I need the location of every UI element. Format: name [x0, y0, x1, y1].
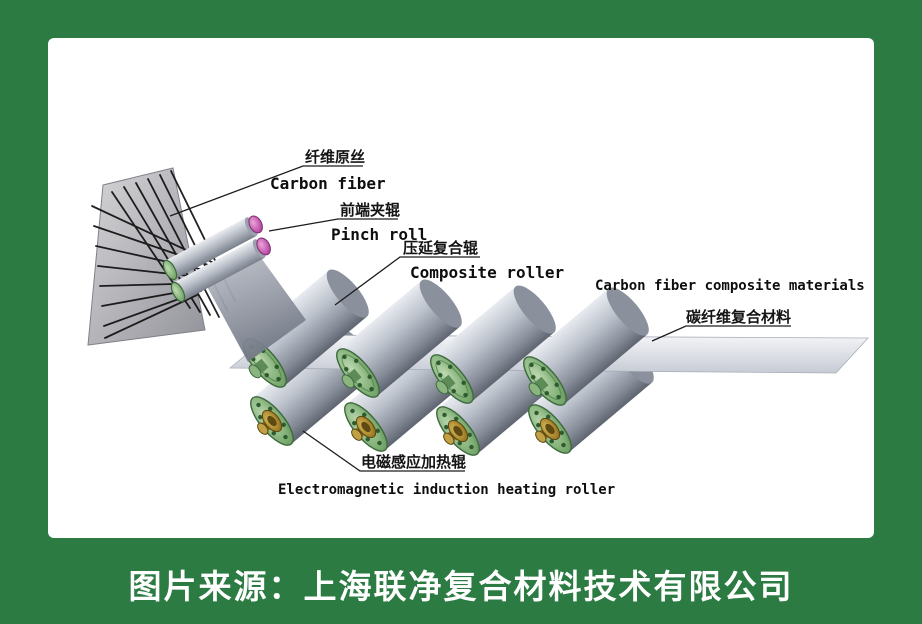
label-pinch-en: Pinch roll — [331, 225, 427, 244]
source-caption: 图片来源：上海联净复合材料技术有限公司 — [0, 544, 922, 624]
leader-composite-material — [651, 325, 791, 342]
leader-carbon-fiber — [169, 165, 363, 217]
process-diagram: 纤维原丝 Carbon fiber 前端夹辊 Pinch roll 压延复合辊 … — [87, 148, 869, 498]
source-caption-text: 图片来源：上海联净复合材料技术有限公司 — [128, 568, 794, 605]
label-fiber-zh: 纤维原丝 — [305, 148, 365, 166]
leader-composite-roller — [334, 256, 480, 306]
label-heating-roller-en: Electromagnetic induction heating roller — [278, 482, 615, 498]
label-composite-roller-zh: 压延复合辊 — [403, 239, 478, 257]
label-heating-roller-zh: 电磁感应加热辊 — [361, 453, 466, 471]
label-fiber-en: Carbon fiber — [270, 174, 386, 193]
leader-pinch-roll — [268, 218, 398, 232]
label-composite-roller-en: Composite roller — [410, 263, 564, 282]
label-pinch-zh: 前端夹辊 — [340, 201, 400, 219]
diagram-panel: 纤维原丝 Carbon fiber 前端夹辊 Pinch roll 压延复合辊 … — [48, 38, 874, 538]
label-composite-material-zh: 碳纤维复合材料 — [686, 308, 791, 326]
label-composite-material-en: Carbon fiber composite materials — [595, 278, 865, 294]
leader-heating-roller — [302, 430, 465, 472]
